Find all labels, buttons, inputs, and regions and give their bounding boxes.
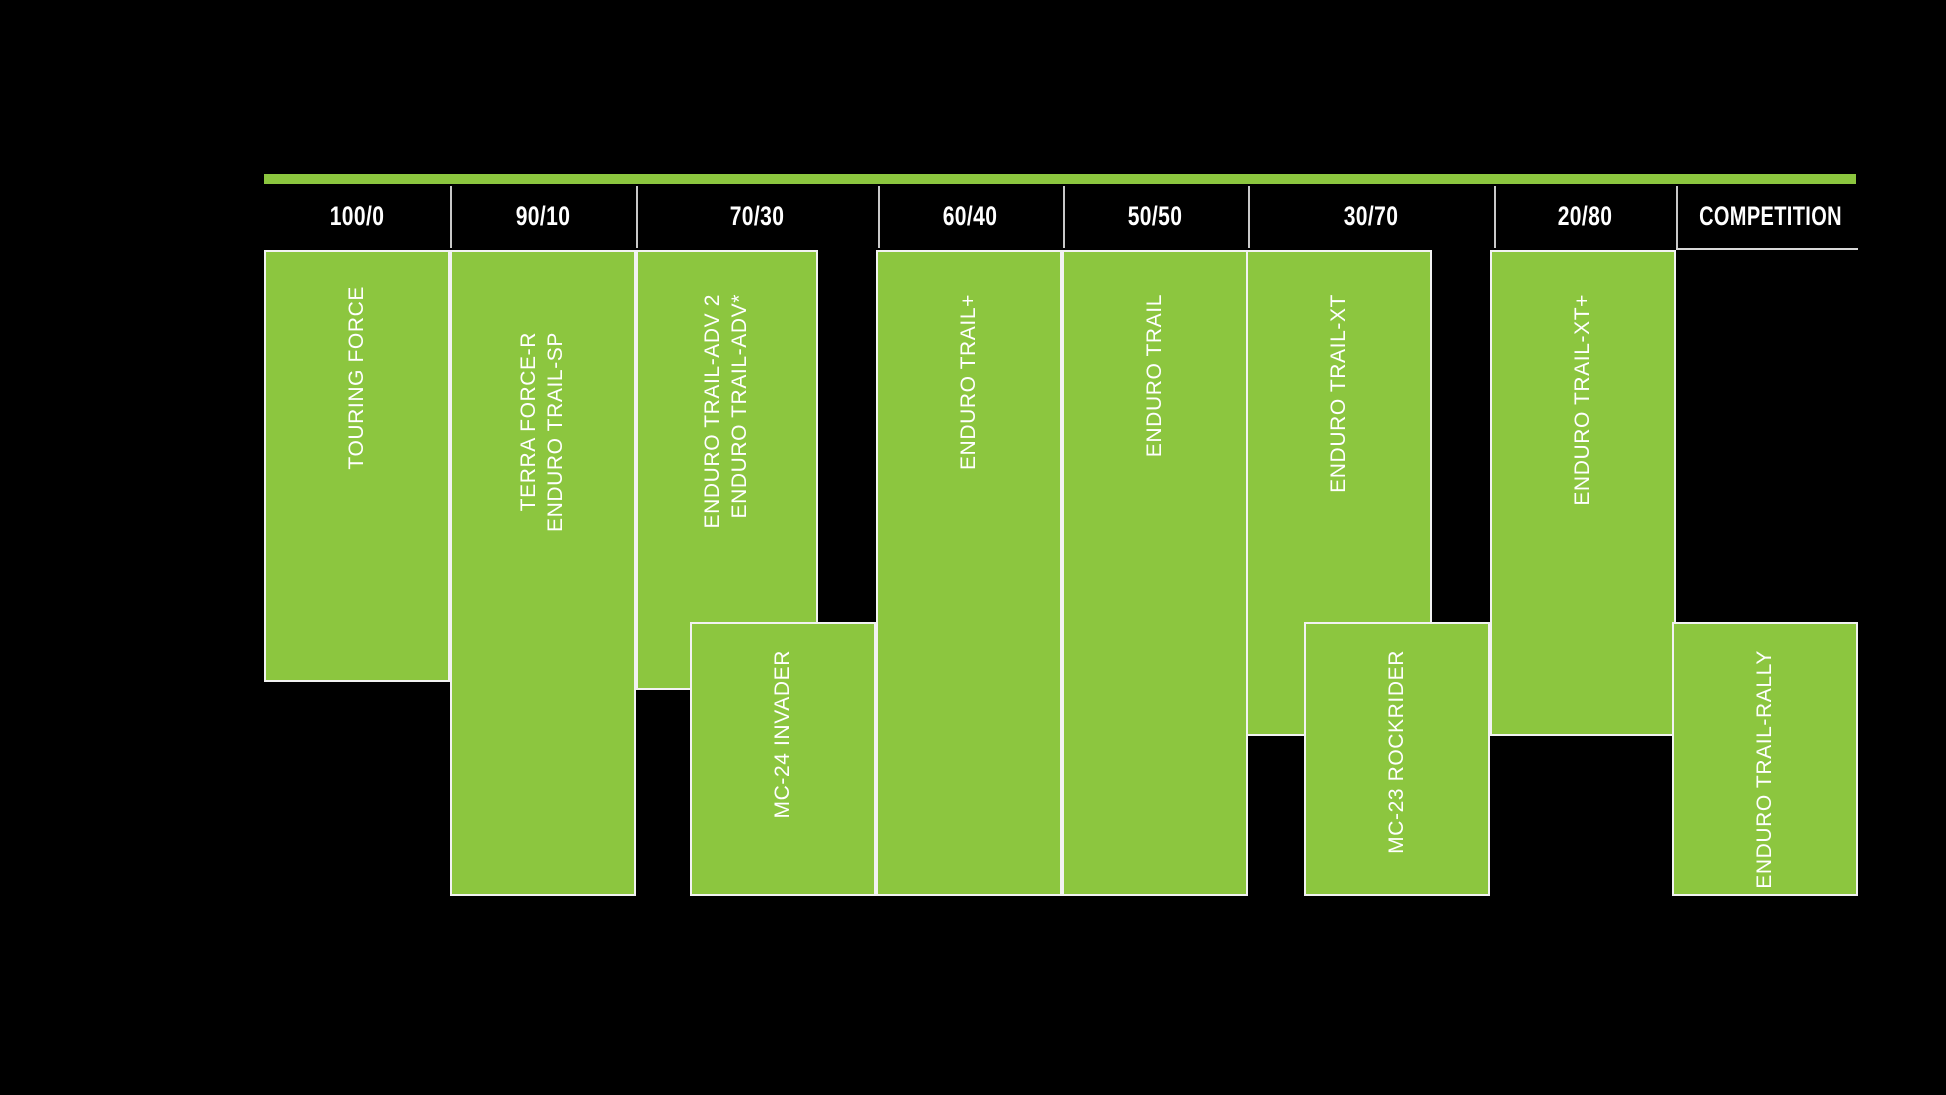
bar-label-line-1: TERRA FORCE-R: [517, 332, 541, 512]
bar-enduro-trail[interactable]: ENDURO TRAIL: [1062, 250, 1248, 896]
header-divider-1: [450, 186, 452, 248]
header-cell-60-40[interactable]: 60/40: [878, 184, 1063, 248]
bar-label-wrap: ENDURO TRAIL+: [878, 252, 1060, 894]
bar-label-wrap: ENDURO TRAIL-RALLY: [1674, 624, 1856, 894]
header-divider-3: [878, 186, 880, 248]
bar-label: ENDURO TRAIL: [1142, 294, 1166, 458]
bar-touring-force[interactable]: TOURING FORCE: [264, 250, 450, 682]
bar-label: ENDURO TRAIL-XT: [1326, 294, 1350, 493]
header-cell-competition[interactable]: COMPETITION: [1676, 184, 1864, 248]
bar-terra-force-r-enduro-trail-sp[interactable]: TERRA FORCE-R ENDURO TRAIL-SP: [450, 250, 636, 896]
header-cell-90-10[interactable]: 90/10: [450, 184, 636, 248]
bar-label: MC-24 INVADER: [770, 650, 794, 819]
header-label: 70/30: [729, 200, 785, 231]
header-label: 50/50: [1128, 200, 1183, 231]
bar-label-wrap: TOURING FORCE: [266, 252, 448, 680]
bar-label: ENDURO TRAIL+: [956, 294, 980, 471]
header-cell-50-50[interactable]: 50/50: [1063, 184, 1248, 248]
header-bottom-rule: [1676, 248, 1858, 250]
bar-mc-23-rockrider[interactable]: MC-23 ROCKRIDER: [1304, 622, 1490, 896]
header-cell-20-80[interactable]: 20/80: [1494, 184, 1676, 248]
header-divider-7: [1676, 186, 1678, 248]
header-cell-100-0[interactable]: 100/0: [264, 184, 450, 248]
header-divider-4: [1063, 186, 1065, 248]
header-divider-6: [1494, 186, 1496, 248]
bar-label: TOURING FORCE: [344, 286, 368, 470]
bar-label-wrap: ENDURO TRAIL: [1064, 252, 1246, 894]
header-cell-70-30[interactable]: 70/30: [636, 184, 878, 248]
bar-label: ENDURO TRAIL-RALLY: [1752, 650, 1776, 889]
bar-enduro-trail-adv[interactable]: ENDURO TRAIL-ADV 2 ENDURO TRAIL-ADV*: [636, 250, 818, 690]
header-label: 30/70: [1343, 200, 1399, 231]
header-divider-5: [1248, 186, 1250, 248]
header-label: 20/80: [1557, 200, 1613, 231]
header-divider-2: [636, 186, 638, 248]
header-row: 100/0 90/10 70/30 60/40 50/50 30/70 20/8…: [264, 184, 1864, 248]
bar-label-line-2: ENDURO TRAIL-ADV*: [728, 294, 751, 519]
bar-label-line-1: ENDURO TRAIL-ADV 2: [701, 294, 725, 529]
bar-enduro-trail-xt-plus[interactable]: ENDURO TRAIL-XT+: [1490, 250, 1676, 736]
bar-label: MC-23 ROCKRIDER: [1384, 650, 1408, 854]
header-label: 60/40: [943, 200, 998, 231]
bar-mc-24-invader[interactable]: MC-24 INVADER: [690, 622, 876, 896]
header-label: 90/10: [515, 200, 571, 231]
bar-label-wrap: ENDURO TRAIL-XT+: [1492, 252, 1674, 734]
bar-label-wrap: MC-23 ROCKRIDER: [1306, 624, 1488, 894]
bar-label-wrap: TERRA FORCE-R ENDURO TRAIL-SP: [452, 252, 634, 894]
bar-label-line-2: ENDURO TRAIL-SP: [544, 332, 567, 532]
bar-enduro-trail-rally[interactable]: ENDURO TRAIL-RALLY: [1672, 622, 1858, 896]
top-accent-bar: [264, 174, 1856, 184]
header-cell-30-70[interactable]: 30/70: [1248, 184, 1494, 248]
header-label: COMPETITION: [1698, 200, 1842, 231]
bar-enduro-trail-plus[interactable]: ENDURO TRAIL+: [876, 250, 1062, 896]
bar-label: ENDURO TRAIL-XT+: [1570, 294, 1594, 506]
header-label: 100/0: [329, 200, 385, 231]
bar-label-wrap: MC-24 INVADER: [692, 624, 874, 894]
